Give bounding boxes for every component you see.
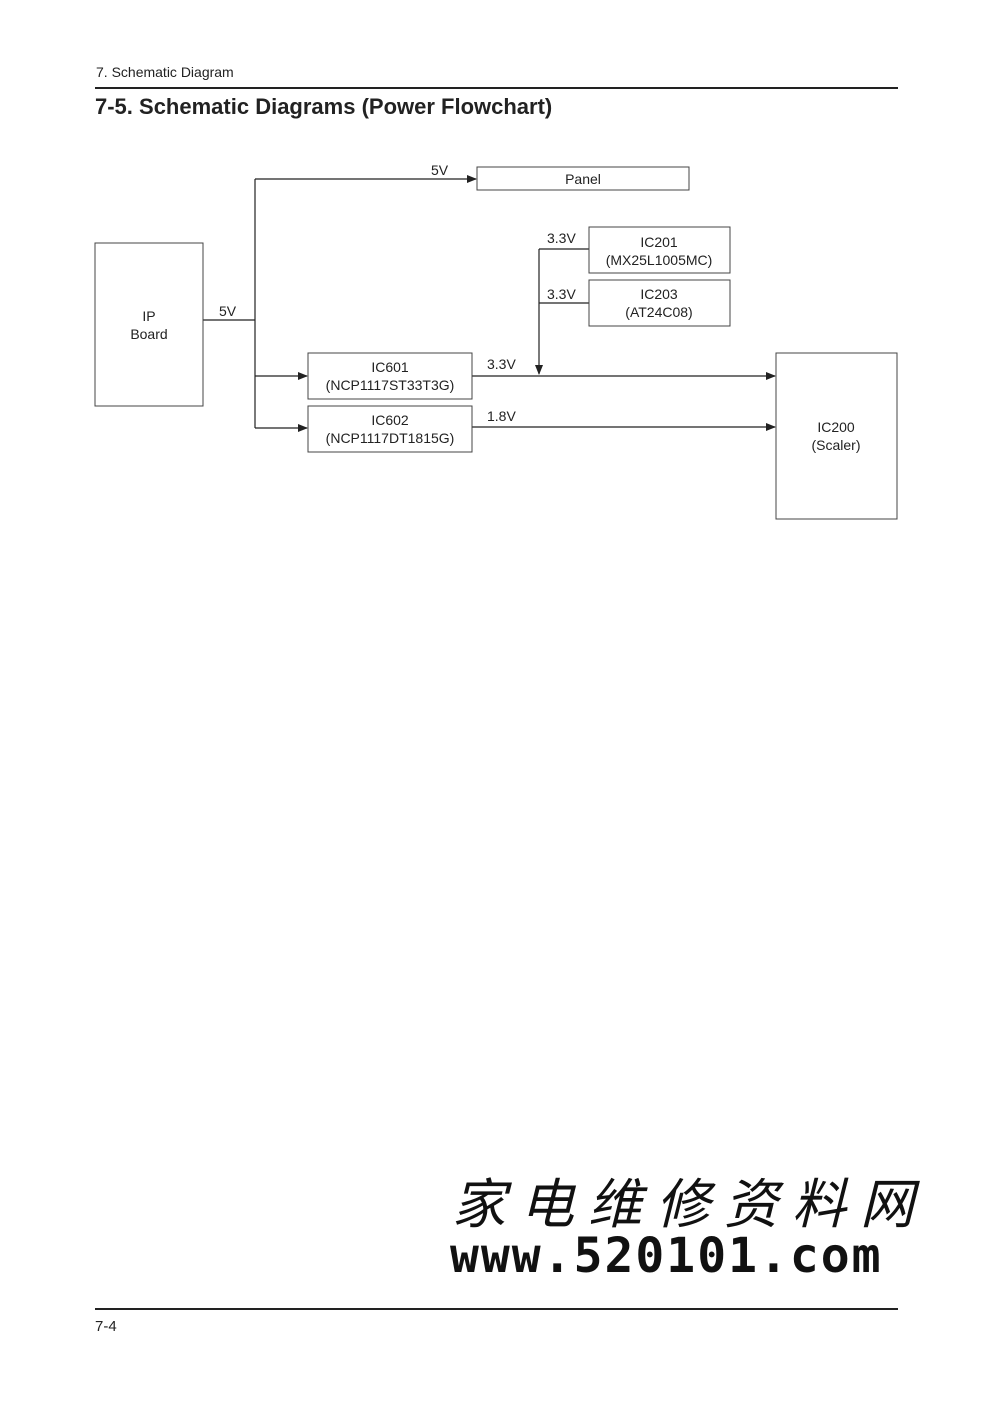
- block-ic201: IC201 (MX25L1005MC): [588, 226, 731, 274]
- wires: [203, 175, 776, 432]
- page-number: 7-4: [95, 1318, 117, 1335]
- block-ic200: IC200 (Scaler): [775, 352, 898, 520]
- section-header: 7. Schematic Diagram: [96, 64, 234, 80]
- svg-text:(AT24C08): (AT24C08): [625, 304, 692, 320]
- voltage-ic201-in: 3.3V: [547, 230, 576, 246]
- svg-text:IC203: IC203: [640, 286, 678, 302]
- svg-text:IC602: IC602: [371, 412, 409, 428]
- voltage-ic601-out: 3.3V: [487, 356, 516, 372]
- svg-text:(NCP1117DT1815G): (NCP1117DT1815G): [326, 430, 455, 446]
- voltage-panel-in: 5V: [431, 162, 449, 178]
- block-ip-board: IP Board: [94, 242, 204, 407]
- svg-text:(Scaler): (Scaler): [811, 437, 860, 453]
- voltage-ic203-in: 3.3V: [547, 286, 576, 302]
- svg-text:(NCP1117ST33T3G): (NCP1117ST33T3G): [326, 377, 455, 393]
- svg-text:IC601: IC601: [371, 359, 409, 375]
- svg-text:(MX25L1005MC): (MX25L1005MC): [606, 252, 713, 268]
- block-ic203: IC203 (AT24C08): [588, 279, 731, 327]
- voltage-ic602-out: 1.8V: [487, 408, 516, 424]
- header-rule: [95, 87, 898, 89]
- watermark-chinese: 家电维修资料网: [452, 1173, 928, 1236]
- svg-text:IC200: IC200: [817, 419, 855, 435]
- svg-text:Panel: Panel: [565, 171, 601, 187]
- svg-text:IP: IP: [142, 308, 155, 324]
- page-title: 7-5. Schematic Diagrams (Power Flowchart…: [95, 94, 553, 119]
- voltage-ip-out: 5V: [219, 303, 237, 319]
- block-panel: Panel: [476, 166, 690, 191]
- svg-text:Board: Board: [130, 326, 167, 342]
- svg-text:IC201: IC201: [640, 234, 678, 250]
- watermark-url: www.520101.com: [450, 1228, 883, 1284]
- block-ic601: IC601 (NCP1117ST33T3G): [307, 352, 473, 400]
- power-flowchart: 5V 5V 3.3V 3.3V 3.3V 1.8V IP Board Panel…: [94, 162, 898, 520]
- footer-rule: [95, 1308, 898, 1310]
- block-ic602: IC602 (NCP1117DT1815G): [307, 405, 473, 453]
